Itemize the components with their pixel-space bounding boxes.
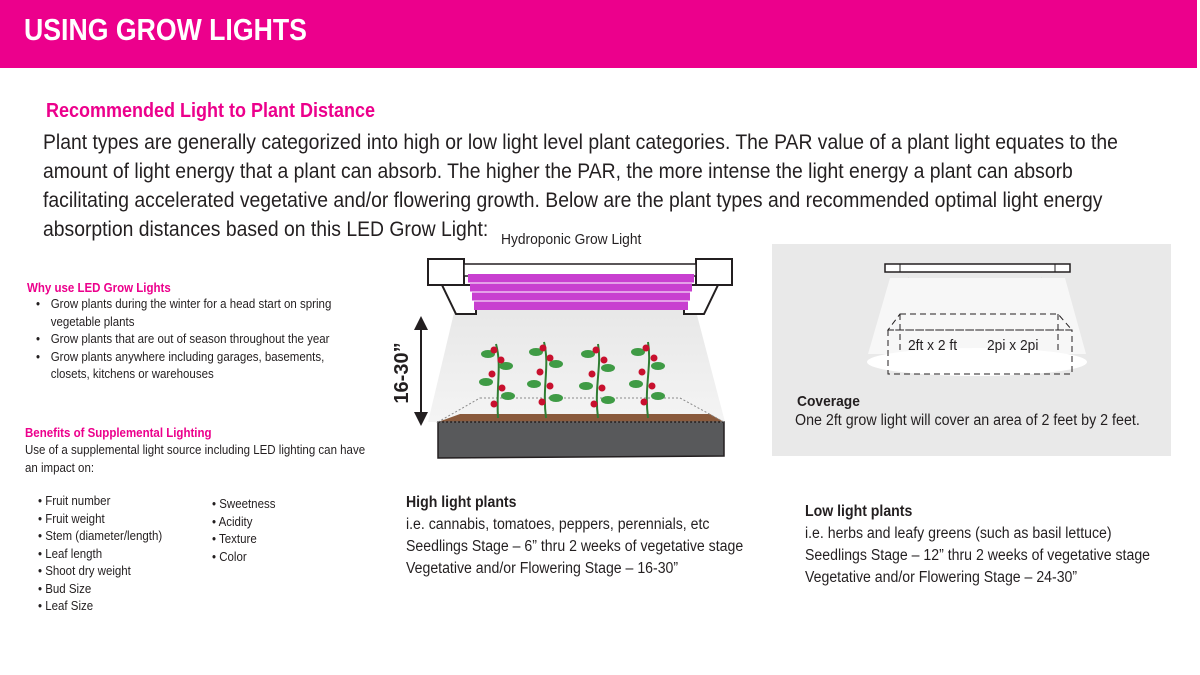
page-title: USING GROW LIGHTS bbox=[24, 12, 307, 47]
distance-arrow-icon bbox=[414, 316, 428, 426]
benefits-list-right: • Sweetness • Acidity • Texture • Color bbox=[212, 496, 275, 566]
benefit-item: • Shoot dry weight bbox=[38, 564, 131, 578]
benefits-list-left: • Fruit number • Fruit weight • Stem (di… bbox=[38, 493, 162, 616]
high-light-plants: High light plants i.e. cannabis, tomatoe… bbox=[406, 492, 743, 580]
low-light-line: Vegetative and/or Flowering Stage – 24-3… bbox=[805, 569, 1078, 586]
benefit-item: • Stem (diameter/length) bbox=[38, 529, 163, 543]
benefit-item: • Fruit number bbox=[38, 494, 111, 508]
header-banner: USING GROW LIGHTS bbox=[0, 0, 1197, 68]
why-title: Why use LED Grow Lights bbox=[27, 281, 171, 295]
benefit-item: • Bud Size bbox=[38, 581, 92, 596]
benefits-text: Use of a supplemental light source inclu… bbox=[25, 443, 366, 475]
benefit-item: • Texture bbox=[212, 532, 257, 546]
grow-light-fixture-icon bbox=[427, 258, 733, 315]
benefit-item: • Acidity bbox=[212, 514, 253, 529]
benefit-item: • Sweetness bbox=[212, 497, 276, 511]
why-item: Grow plants anywhere including garages, … bbox=[36, 349, 353, 384]
benefit-item: • Leaf Size bbox=[38, 599, 94, 613]
tomato-plants-icon bbox=[479, 341, 665, 419]
coverage-area-icon bbox=[887, 313, 1074, 375]
low-light-title: Low light plants bbox=[805, 503, 913, 520]
why-item: Grow plants during the winter for a head… bbox=[36, 296, 353, 331]
intro-paragraph: Plant types are generally categorized in… bbox=[43, 130, 1118, 241]
tray-icon bbox=[436, 397, 725, 459]
coverage-title: Coverage bbox=[797, 393, 860, 410]
coverage-area-ft: 2ft x 2 ft bbox=[908, 337, 958, 354]
benefit-item: • Color bbox=[212, 549, 247, 564]
low-light-plants: Low light plants i.e. herbs and leafy gr… bbox=[805, 501, 1150, 589]
distance-label: 16-30” bbox=[391, 342, 413, 403]
benefits-title: Benefits of Supplemental Lighting bbox=[25, 426, 212, 440]
section-title: Recommended Light to Plant Distance bbox=[46, 100, 376, 122]
benefit-item: • Leaf length bbox=[38, 546, 103, 561]
why-list: Grow plants during the winter for a head… bbox=[36, 296, 353, 384]
coverage-text: One 2ft grow light will cover an area of… bbox=[795, 412, 1140, 429]
coverage-diagram bbox=[867, 263, 1087, 376]
coverage-panel bbox=[772, 244, 1171, 456]
low-light-line: i.e. herbs and leafy greens (such as bas… bbox=[805, 525, 1112, 542]
why-item: Grow plants that are out of season throu… bbox=[36, 331, 353, 349]
coverage-footprint bbox=[867, 348, 1087, 376]
low-light-line: Seedlings Stage – 12” thru 2 weeks of ve… bbox=[805, 547, 1151, 564]
high-light-line: Seedlings Stage – 6” thru 2 weeks of veg… bbox=[406, 538, 744, 555]
benefit-item: • Fruit weight bbox=[38, 511, 105, 526]
high-light-title: High light plants bbox=[406, 494, 517, 511]
high-light-line: i.e. cannabis, tomatoes, peppers, perenn… bbox=[406, 516, 710, 533]
grow-light-illustration: 16-30” bbox=[391, 258, 733, 459]
high-light-line: Vegetative and/or Flowering Stage – 16-3… bbox=[406, 560, 679, 577]
coverage-beam bbox=[868, 278, 1086, 354]
coverage-area-pi: 2pi x 2pi bbox=[987, 337, 1039, 354]
illustration-label: Hydroponic Grow Light bbox=[501, 231, 642, 248]
